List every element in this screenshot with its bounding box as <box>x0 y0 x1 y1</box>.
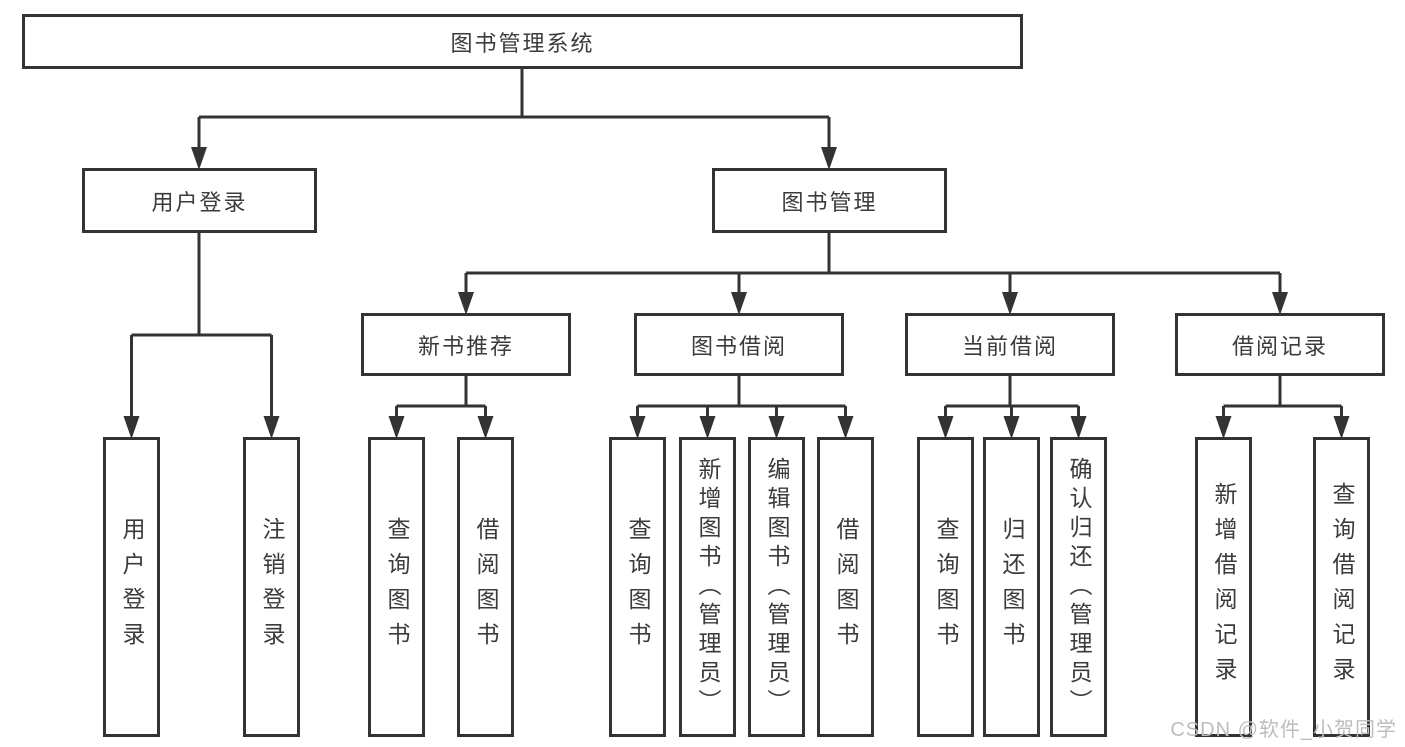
node-label: 查询图书 <box>933 517 959 657</box>
node-label: 新增借阅记录 <box>1211 482 1237 692</box>
arrowhead-icon <box>1215 416 1232 439</box>
connector-lines <box>130 69 1343 419</box>
arrowhead-icon <box>937 416 954 439</box>
node-label: 借阅记录 <box>1231 333 1328 359</box>
arrowhead-icon <box>629 416 646 439</box>
arrowhead-icon <box>388 416 405 439</box>
node-label: 借阅图书 <box>473 517 499 657</box>
leaf-return-book: 归还图书 <box>983 437 1040 737</box>
node-label: 注销登录 <box>259 517 285 657</box>
leaf-add-book-admin: 新增图书（管理员） <box>679 437 736 737</box>
csdn-watermark: CSDN @软件_小贺同学 <box>1170 719 1397 741</box>
leaf-query-borrow-record: 查询借阅记录 <box>1313 437 1370 737</box>
leaf-confirm-return-admin: 确认归还（管理员） <box>1050 437 1107 737</box>
node-label: 查询借阅记录 <box>1329 482 1355 692</box>
leaf-query-book-recommend: 查询图书 <box>368 437 425 737</box>
arrowheads <box>123 147 1350 439</box>
node-label: 确认归还（管理员） <box>1066 456 1092 718</box>
node-label: 查询图书 <box>384 517 410 657</box>
node-user-login-module: 用户登录 <box>82 168 317 233</box>
node-label: 编辑图书（管理员） <box>764 456 790 718</box>
arrowhead-icon <box>191 147 207 170</box>
node-label: 新书推荐 <box>417 333 514 359</box>
arrowhead-icon <box>731 292 747 315</box>
node-root: 图书管理系统 <box>22 14 1023 69</box>
node-book-borrow: 图书借阅 <box>634 313 844 376</box>
node-book-management-module: 图书管理 <box>712 168 947 233</box>
node-label: 图书管理 <box>781 189 878 215</box>
node-root-label: 图书管理系统 <box>450 30 595 56</box>
leaf-query-book-current: 查询图书 <box>917 437 974 737</box>
node-label: 借阅图书 <box>833 517 859 657</box>
leaf-query-book: 查询图书 <box>609 437 666 737</box>
node-borrow-record: 借阅记录 <box>1175 313 1385 376</box>
arrowhead-icon <box>123 416 140 439</box>
arrowhead-icon <box>458 292 474 315</box>
leaf-borrow-book-recommend: 借阅图书 <box>457 437 514 737</box>
node-label: 查询图书 <box>625 517 651 657</box>
node-new-book-recommend: 新书推荐 <box>361 313 571 376</box>
node-label: 当前借阅 <box>961 333 1058 359</box>
node-label: 新增图书（管理员） <box>695 456 721 718</box>
arrowhead-icon <box>699 416 716 439</box>
leaf-user-login: 用户登录 <box>103 437 160 737</box>
arrowhead-icon <box>263 416 280 439</box>
leaf-add-borrow-record: 新增借阅记录 <box>1195 437 1252 737</box>
node-label: 归还图书 <box>999 517 1025 657</box>
node-label: 图书借阅 <box>690 333 787 359</box>
leaf-logout: 注销登录 <box>243 437 300 737</box>
leaf-edit-book-admin: 编辑图书（管理员） <box>748 437 805 737</box>
arrowhead-icon <box>1333 416 1350 439</box>
arrowhead-icon <box>477 416 494 439</box>
arrowhead-icon <box>1002 292 1018 315</box>
arrowhead-icon <box>1003 416 1020 439</box>
arrowhead-icon <box>837 416 854 439</box>
leaf-borrow-book: 借阅图书 <box>817 437 874 737</box>
arrowhead-icon <box>1070 416 1087 439</box>
node-label: 用户登录 <box>151 189 248 215</box>
arrowhead-icon <box>768 416 785 439</box>
node-current-borrow: 当前借阅 <box>905 313 1115 376</box>
arrowhead-icon <box>1272 292 1288 315</box>
arrowhead-icon <box>821 147 837 170</box>
node-label: 用户登录 <box>119 517 145 657</box>
